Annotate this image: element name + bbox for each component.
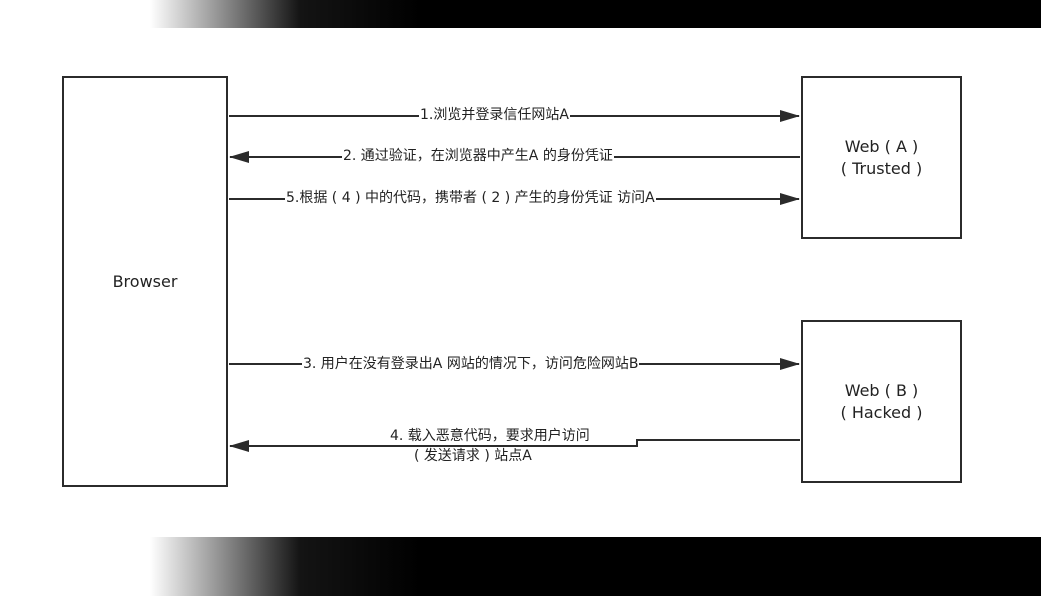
edge-3-label: 3. 用户在没有登录出A 网站的情况下，访问危险网站B — [302, 355, 640, 373]
edge-4-label-line2: ( 发送请求 ) 站点A — [414, 448, 532, 464]
edge-4-line — [229, 439, 800, 452]
web-b-title: Web ( B ) — [844, 380, 919, 400]
edge-2-label: 2. 通过验证，在浏览器中产生A 的身份凭证 — [342, 147, 614, 165]
web-a-title: Web ( A ) — [844, 136, 919, 156]
edge-4-label: 4. 载入恶意代码，要求用户访问 ( 发送请求 ) 站点A — [389, 426, 591, 466]
edge-4-label-line1: 4. 载入恶意代码，要求用户访问 — [390, 428, 590, 444]
web-a-node: Web ( A ) ( Trusted ) — [801, 76, 962, 239]
browser-node: Browser — [62, 76, 228, 487]
bottom-gradient-band — [0, 537, 1041, 596]
edge-5-label: 5.根据 ( 4 ) 中的代码，携带者 ( 2 ) 产生的身份凭证 访问A — [285, 189, 656, 207]
web-b-node: Web ( B ) ( Hacked ) — [801, 320, 962, 483]
web-a-subtitle: ( Trusted ) — [840, 158, 923, 178]
edge-1-label: 1.浏览并登录信任网站A — [419, 106, 570, 124]
top-gradient-band — [0, 0, 1041, 28]
browser-label: Browser — [112, 271, 178, 291]
web-b-subtitle: ( Hacked ) — [840, 402, 923, 422]
